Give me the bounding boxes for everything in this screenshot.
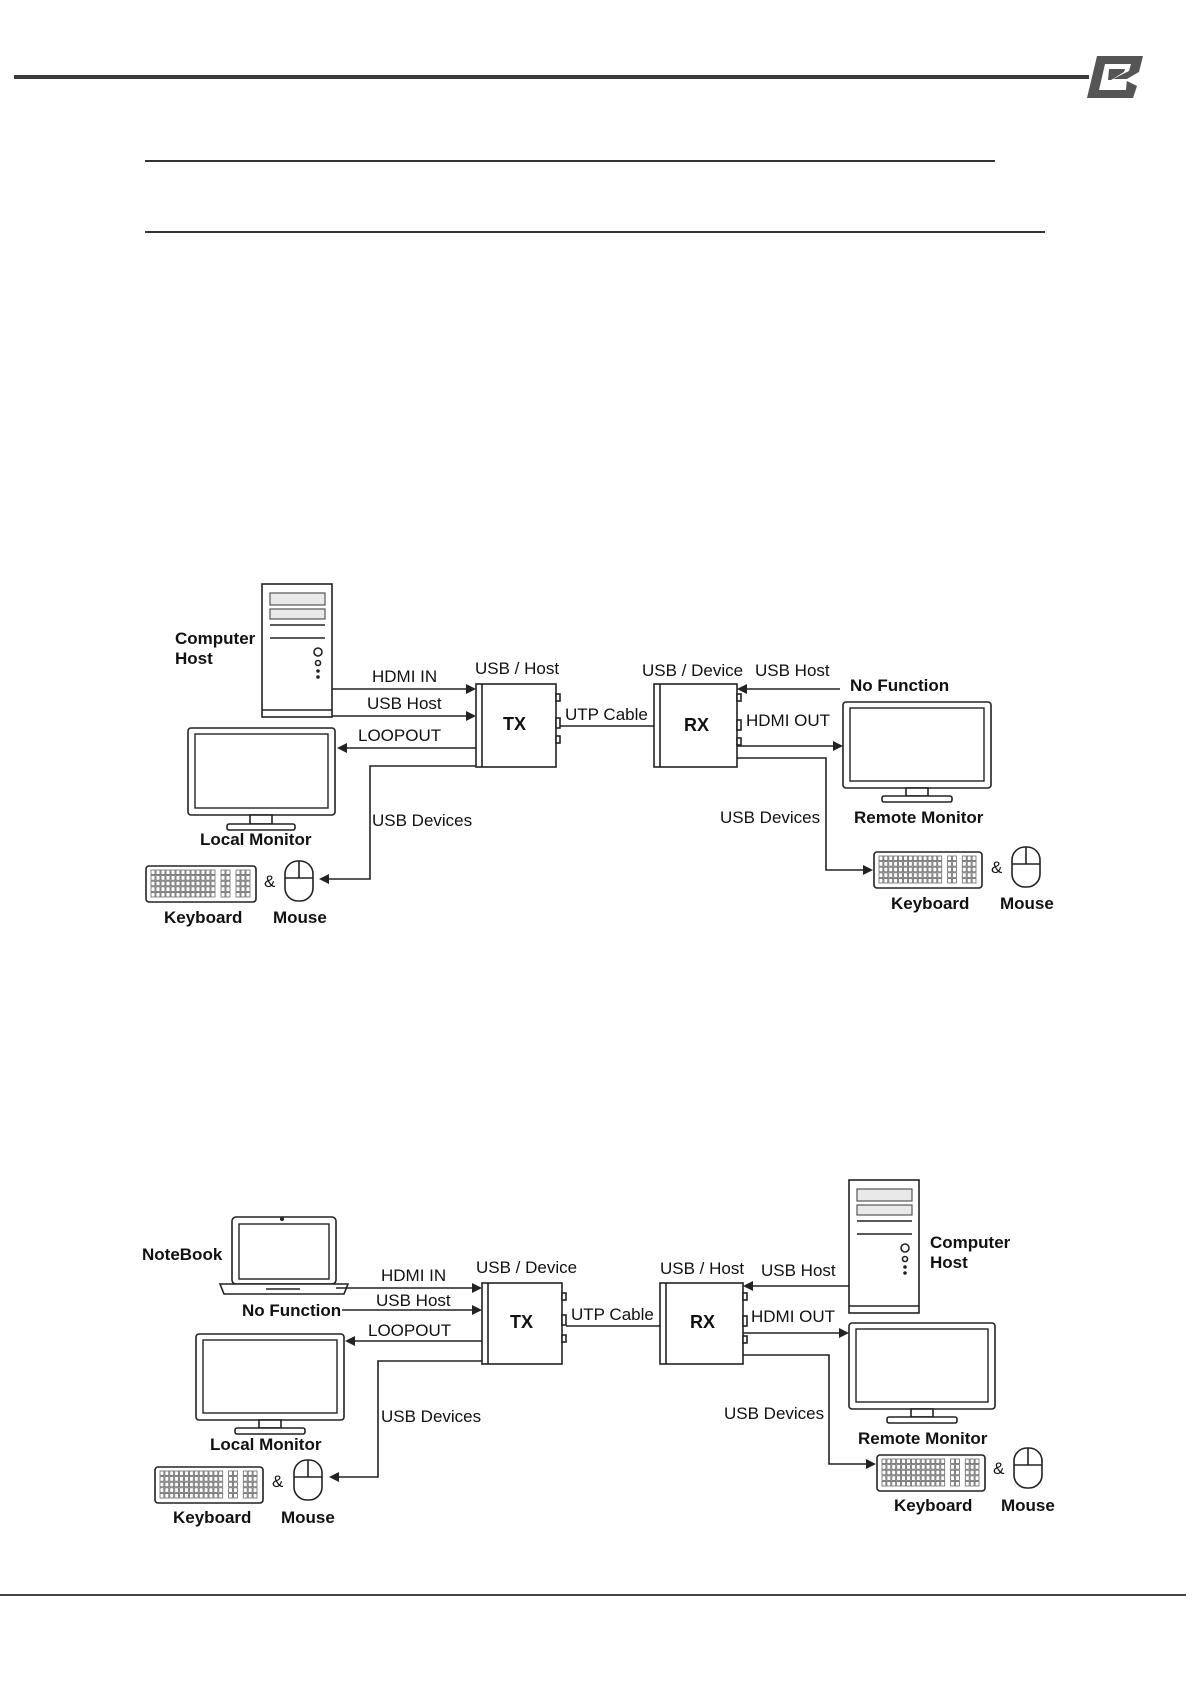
usb-host-label-left: USB Host [367, 694, 442, 713]
ampersand-right: & [991, 858, 1003, 877]
local-monitor-label: Local Monitor [200, 830, 312, 849]
tx-unit [475, 683, 561, 768]
computer-host-label-2: Host [930, 1253, 968, 1272]
usb-host-label-left: USB Host [376, 1291, 451, 1310]
b-logo-icon [1087, 56, 1143, 98]
header-rule [14, 75, 1089, 79]
computer-tower-icon [848, 1179, 920, 1314]
rx-label: RX [690, 1312, 715, 1332]
tx-unit [481, 1282, 567, 1365]
mouse-label-right: Mouse [1001, 1496, 1055, 1515]
computer-host-label-2: Host [175, 649, 213, 668]
keyboard-label-right: Keyboard [894, 1496, 972, 1515]
remote-monitor-icon [848, 1322, 996, 1424]
rx-port-label: USB / Device [642, 661, 743, 680]
tx-port-label: USB / Host [475, 659, 559, 678]
computer-host-label-1: Computer [175, 629, 256, 648]
ampersand-right: & [993, 1459, 1005, 1478]
mouse-icon [1013, 1447, 1043, 1489]
hdmi-out-label: HDMI OUT [751, 1307, 835, 1326]
notebook-label: NoteBook [142, 1245, 223, 1264]
usb-devices-label-right: USB Devices [724, 1404, 824, 1423]
loopout-label: LOOPOUT [358, 726, 441, 745]
usb-host-label-right: USB Host [761, 1261, 836, 1280]
tx-port-label: USB / Device [476, 1258, 577, 1277]
keyboard-icon [145, 865, 257, 903]
rx-unit [659, 1282, 748, 1365]
hdmi-in-label: HDMI IN [381, 1266, 446, 1285]
no-function-label-left: No Function [242, 1301, 341, 1320]
keyboard-label-left: Keyboard [164, 908, 242, 927]
rx-unit [653, 683, 742, 768]
computer-tower-icon [261, 583, 333, 718]
footer-rule [0, 1594, 1186, 1596]
mouse-icon [293, 1459, 323, 1501]
title-rule-bottom [145, 231, 1045, 233]
hdmi-in-label: HDMI IN [372, 667, 437, 686]
tx-label: TX [510, 1312, 533, 1332]
no-function-label-right: No Function [850, 676, 949, 695]
remote-monitor-icon [842, 701, 992, 803]
keyboard-label-left: Keyboard [173, 1508, 251, 1527]
remote-monitor-label: Remote Monitor [858, 1429, 988, 1448]
keyboard-icon [873, 851, 983, 889]
utp-cable-label: UTP Cable [565, 705, 648, 724]
ampersand-left: & [264, 872, 276, 891]
rx-label: RX [684, 715, 709, 735]
hdmi-out-label: HDMI OUT [746, 711, 830, 730]
loopout-label: LOOPOUT [368, 1321, 451, 1340]
rx-port-label: USB / Host [660, 1259, 744, 1278]
utp-cable-label: UTP Cable [571, 1305, 654, 1324]
usb-devices-label-left: USB Devices [381, 1407, 481, 1426]
tx-label: TX [503, 714, 526, 734]
title-rule-top [145, 160, 995, 162]
usb-devices-label-left: USB Devices [372, 811, 472, 830]
notebook-icon [218, 1216, 350, 1295]
mouse-label-left: Mouse [281, 1508, 335, 1527]
remote-monitor-label: Remote Monitor [854, 808, 984, 827]
keyboard-icon [876, 1454, 986, 1492]
usb-host-label-right: USB Host [755, 661, 830, 680]
mouse-icon [1011, 846, 1041, 888]
computer-host-label-1: Computer [930, 1233, 1011, 1252]
ampersand-left: & [272, 1472, 284, 1491]
usb-devices-label-right: USB Devices [720, 808, 820, 827]
mouse-icon [284, 860, 314, 902]
keyboard-icon [154, 1466, 264, 1504]
keyboard-label-right: Keyboard [891, 894, 969, 913]
local-monitor-label: Local Monitor [210, 1435, 322, 1454]
mouse-label-left: Mouse [273, 908, 327, 927]
local-monitor-icon [187, 727, 336, 831]
mouse-label-right: Mouse [1000, 894, 1054, 913]
local-monitor-icon [195, 1333, 345, 1435]
